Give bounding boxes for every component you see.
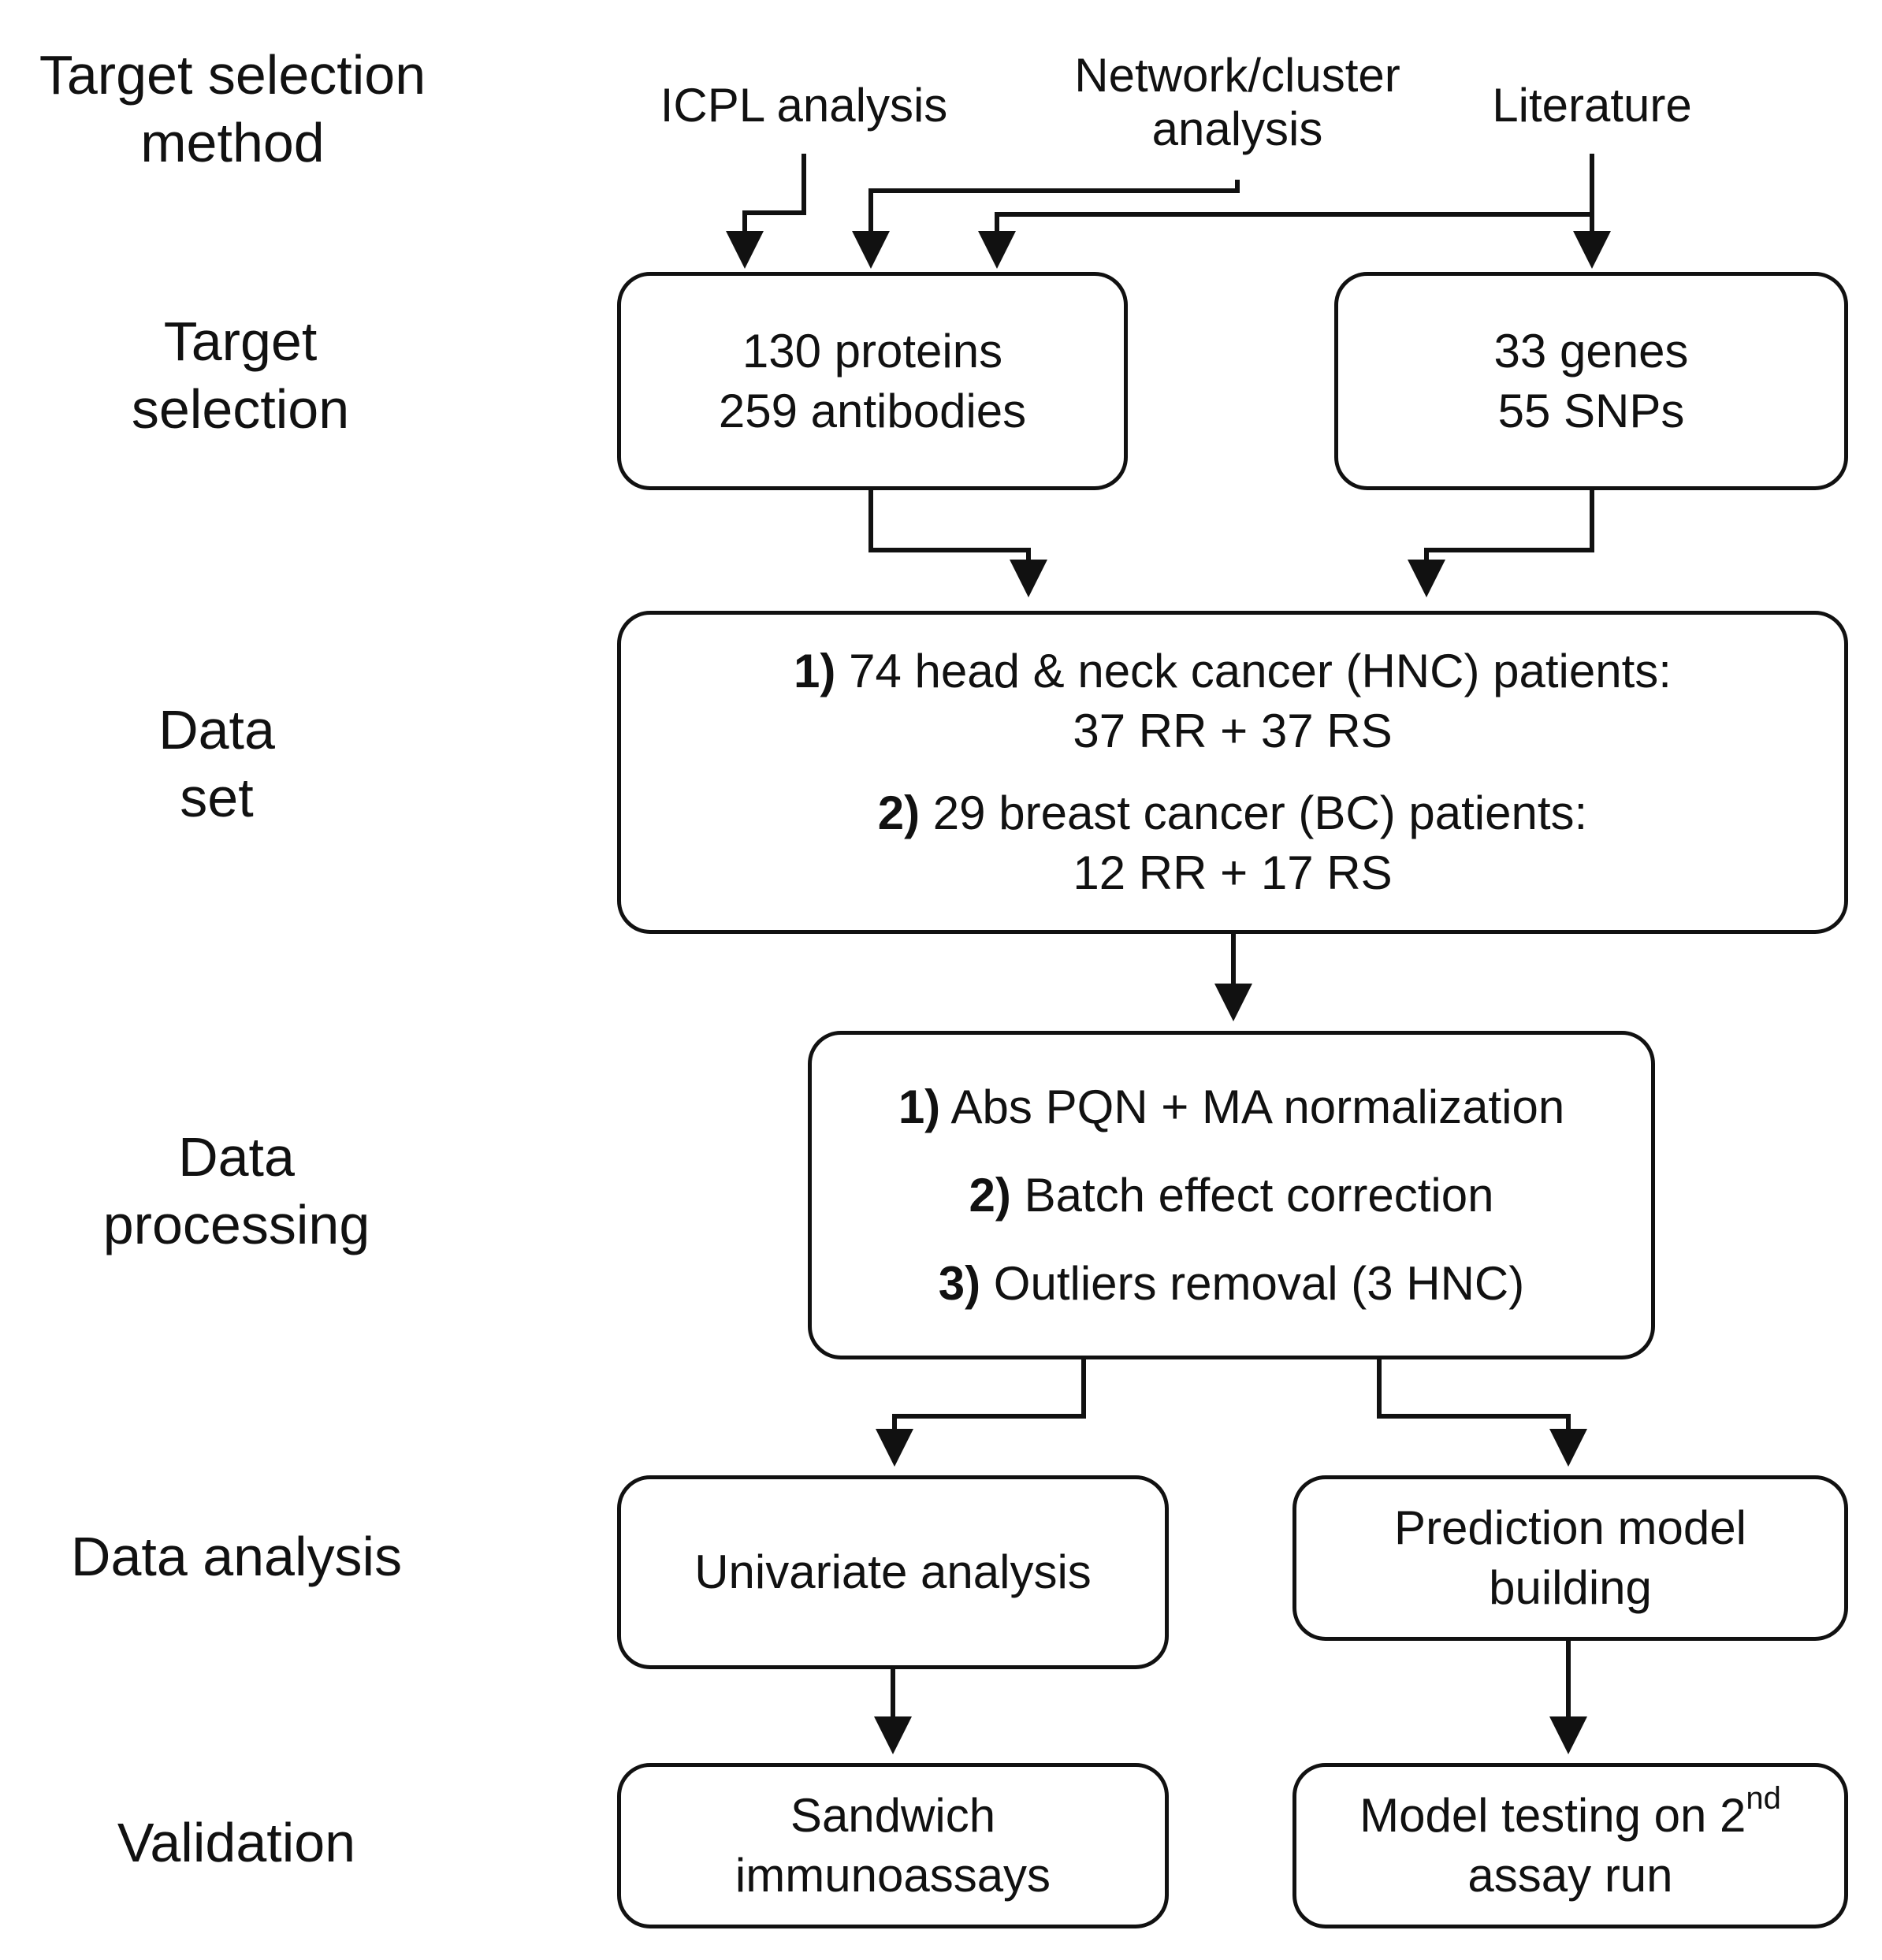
box-data-processing: 1) Abs PQN + MA normalization 2) Batch e… xyxy=(808,1031,1655,1359)
arrow-proteins-to-dataset xyxy=(868,490,1047,597)
arrow-network-to-proteins xyxy=(852,180,1240,269)
box-data-set: 1) 74 head & neck cancer (HNC) patients:… xyxy=(617,611,1848,934)
item-number: 2) xyxy=(877,787,921,839)
stage-label-data-set: Data set xyxy=(158,699,275,828)
stage-label-validation: Validation xyxy=(117,1812,356,1873)
arrow-processing-to-prediction xyxy=(1377,1359,1587,1467)
box-sandwich-immunoassays: Sandwich immunoassays xyxy=(617,1763,1169,1928)
stage-label-data-processing: Data processing xyxy=(102,1126,370,1255)
box-prediction-model-building: Prediction model building xyxy=(1292,1475,1848,1641)
arrow-genes-to-dataset xyxy=(1408,490,1594,597)
source-literature: Literature xyxy=(1492,79,1692,132)
box-univariate-analysis: Univariate analysis xyxy=(617,1475,1169,1669)
step-number: 1) xyxy=(898,1080,941,1133)
source-icpl-analysis: ICPL analysis xyxy=(660,79,948,132)
stage-label-data-analysis: Data analysis xyxy=(70,1526,403,1587)
arrow-processing-to-univariate xyxy=(876,1359,1086,1467)
stage-label-target-selection-method: Target selection method xyxy=(39,44,426,173)
arrow-literature-to-proteins xyxy=(978,154,1594,269)
item-number: 1) xyxy=(794,645,836,697)
arrow-icpl-to-proteins xyxy=(726,154,806,269)
box-model-testing: Model testing on 2nd assay run xyxy=(1292,1763,1848,1928)
ordinal-suffix: nd xyxy=(1746,1781,1781,1816)
source-network-cluster-analysis: Network/cluster analysis xyxy=(1074,49,1400,155)
step-number: 2) xyxy=(969,1168,1011,1222)
stage-label-target-selection: Target selection xyxy=(131,311,350,440)
box-genes: 33 genes 55 SNPs xyxy=(1334,272,1848,490)
step-number: 3) xyxy=(938,1256,981,1310)
box-proteins: 130 proteins 259 antibodies xyxy=(617,272,1128,490)
